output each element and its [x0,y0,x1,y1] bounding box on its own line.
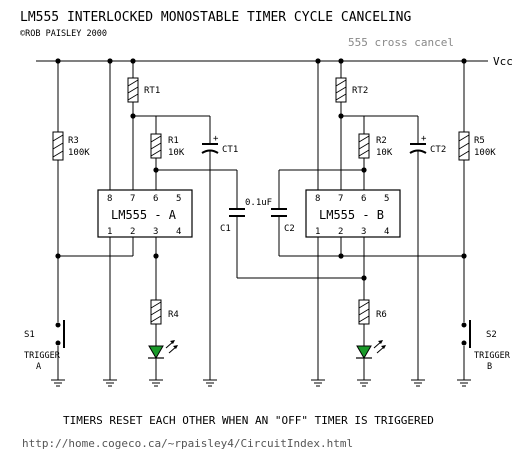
label-r1-value: 10K [168,148,185,158]
label-r2: R2 [376,136,387,146]
ground-symbol [103,379,117,387]
capacitor-ct2-plate-bottom [409,149,427,154]
ground-symbol [203,379,217,387]
ic-a-pin-1: 1 [107,227,112,237]
label-r2-value: 10K [376,148,393,158]
label-r5-value: 100K [474,148,496,158]
label-r6: R6 [376,310,387,320]
vcc-label: Vcc [493,55,513,68]
label-s2: S2 [486,330,497,340]
label-ct2-plus: + [421,134,427,144]
ic-b-pin-5: 5 [384,194,389,204]
label-s1: S1 [24,330,35,340]
ic-b-name: LM555 - B [319,208,384,222]
ground-symbols [51,379,471,387]
label-r3-value: 100K [68,148,90,158]
ic-b-body [305,189,401,238]
caption: TIMERS RESET EACH OTHER WHEN AN "OFF" TI… [63,414,434,427]
ic-b-pin-7: 7 [338,194,343,204]
ic-b-pin-8: 8 [315,194,320,204]
label-ct1-plus: + [213,134,219,144]
label-c1: C1 [220,224,231,234]
label-trigger-a: TRIGGER [24,351,61,361]
label-trigger-b: TRIGGER [474,351,511,361]
label-r4: R4 [168,310,179,320]
subtitle: 555 cross cancel [348,36,454,49]
ic-a-pin-5: 5 [176,194,181,204]
label-trigger-a-letter: A [36,362,41,372]
ground-symbol [457,379,471,387]
led-b [356,340,386,359]
led-a [148,340,178,359]
capacitors [201,143,427,217]
ground-symbol [311,379,325,387]
ic-b-pin-6: 6 [361,194,366,204]
ic-a-pin-8: 8 [107,194,112,204]
junction-dots [55,58,467,281]
ground-symbol [357,379,371,387]
ic-b-pin-2: 2 [338,227,343,237]
ground-symbol [149,379,163,387]
capacitor-ct1-plate-bottom [201,149,219,154]
switch-s1 [55,320,65,348]
label-c-value: 0.1uF [245,198,272,208]
label-r5: R5 [474,136,485,146]
ground-symbol [411,379,425,387]
ic-b-pin-3: 3 [361,227,366,237]
ground-symbol [51,379,65,387]
label-r3: R3 [68,136,79,146]
source-url[interactable]: http://home.cogeco.ca/~rpaisley4/Circuit… [22,437,353,450]
label-rt1: RT1 [144,86,160,96]
label-ct2: CT2 [430,145,446,155]
ic-a-body [97,189,193,238]
ic-a-pin-4: 4 [176,227,181,237]
switch-s2 [461,320,471,348]
label-rt2: RT2 [352,86,368,96]
ic-a-name: LM555 - A [111,208,177,222]
label-c2: C2 [284,224,295,234]
diagram-title: LM555 INTERLOCKED MONOSTABLE TIMER CYCLE… [20,10,412,25]
ic-a-pin-2: 2 [130,227,135,237]
label-ct1: CT1 [222,145,238,155]
label-r1: R1 [168,136,179,146]
label-trigger-b-letter: B [487,362,492,372]
ic-b-pin-4: 4 [384,227,389,237]
resistor-hatching [52,79,470,323]
copyright: ©ROB PAISLEY 2000 [20,29,107,39]
ic-bodies [97,189,401,238]
ic-a-pin-7: 7 [130,194,135,204]
ic-b-pin-1: 1 [315,227,320,237]
ic-a-pin-3: 3 [153,227,158,237]
wires [36,60,488,380]
ic-a-pin-6: 6 [153,194,158,204]
